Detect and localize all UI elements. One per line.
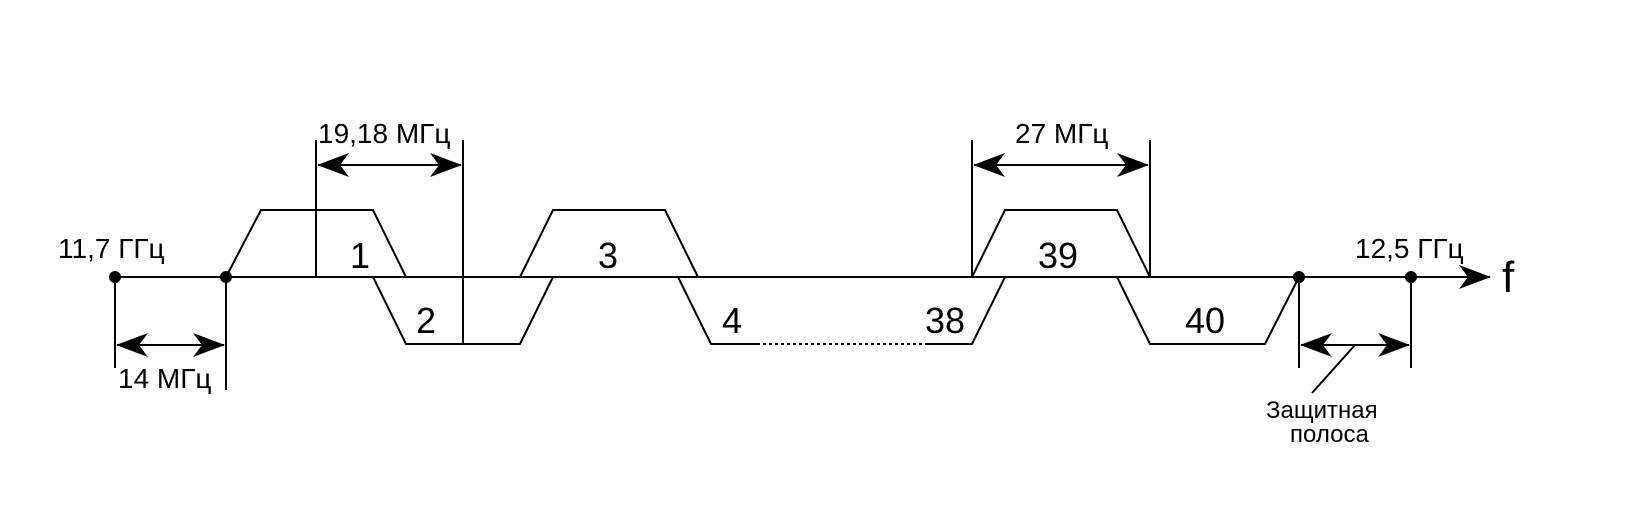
channel-38-shape [925, 276, 1006, 345]
channel-3-shape [519, 209, 699, 278]
channel-40-label: 40 [1185, 300, 1225, 341]
channel-38-label: 38 [925, 300, 965, 341]
channel-1-label: 1 [350, 235, 370, 276]
guard-band-leader-line [1311, 344, 1356, 394]
channel-39-shape [971, 209, 1151, 278]
channel-39-label: 39 [1038, 235, 1078, 276]
axis-label-f: f [1502, 253, 1515, 302]
channel-40-shape [1116, 276, 1300, 345]
guard-band-label-line1: Защитная [1266, 397, 1378, 424]
guard-band-label-line2: полоса [1290, 421, 1369, 448]
channel-spacing-label: 19,18 МГц [318, 118, 450, 149]
edge-gap-label: 14 МГц [118, 363, 211, 394]
channel-4-shape [677, 276, 757, 345]
channel-3-label: 3 [598, 235, 618, 276]
channel-bandwidth-label: 27 МГц [1015, 118, 1108, 149]
channel-4-label: 4 [722, 300, 742, 341]
channel-2-label: 2 [416, 300, 436, 341]
start-frequency-label: 11,7 ГГц [58, 233, 165, 264]
end-frequency-label: 12,5 ГГц [1355, 233, 1464, 264]
